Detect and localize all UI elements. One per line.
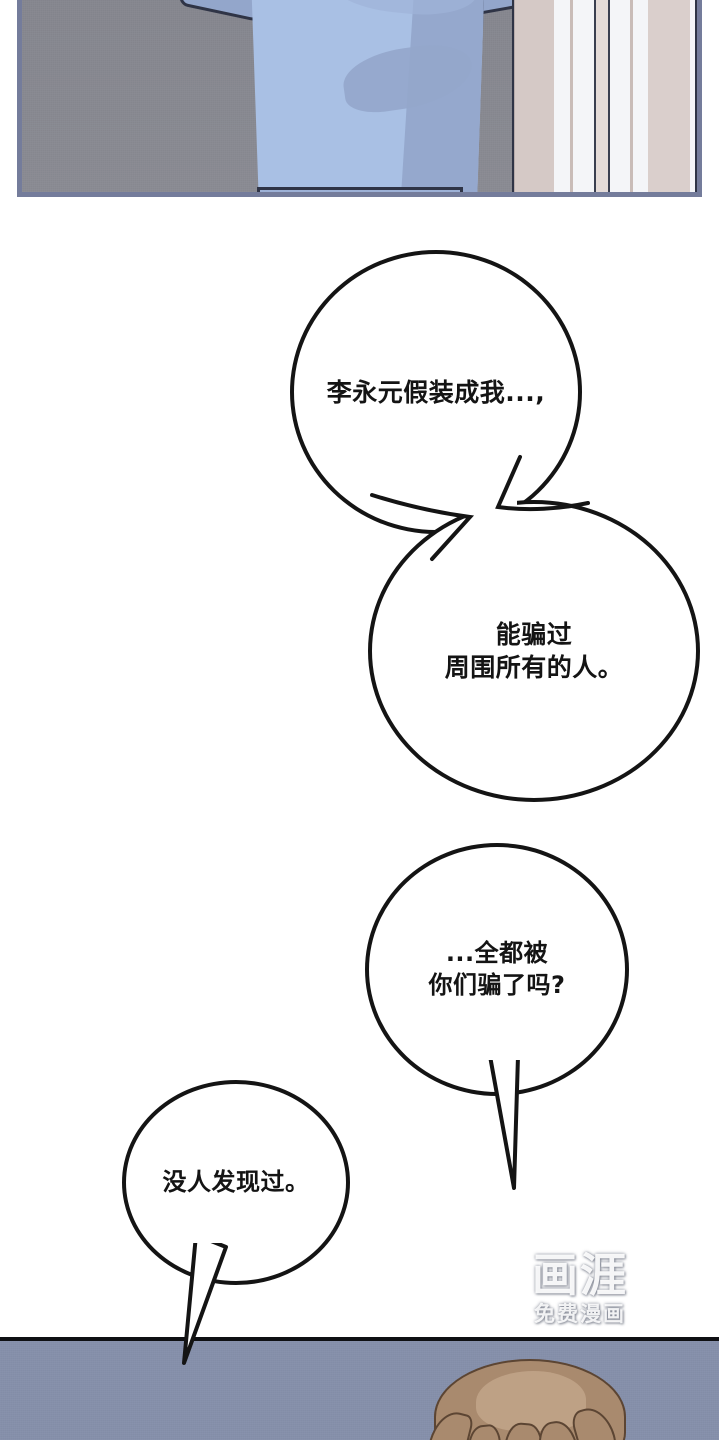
shirt-fold-a — [570, 0, 573, 192]
watermark-logo: 画涯 — [532, 1248, 628, 1302]
figure-blue-tshirt — [177, 0, 548, 192]
speech-bubble-3: ...全都被 你们骗了吗? — [365, 843, 629, 1096]
speech-bubble-4: 没人发现过。 — [122, 1080, 350, 1285]
top-panel — [17, 0, 702, 197]
left-figure-tshirt — [249, 0, 486, 192]
boy-hair-highlight — [476, 1371, 586, 1431]
shirt-placket — [594, 0, 610, 192]
speech-bubble-3-text: ...全都被 你们骗了吗? — [428, 938, 566, 999]
shirt-shadow-right — [648, 0, 690, 192]
speech-bubble-2: 能骗过 周围所有的人。 — [368, 500, 700, 802]
bubble-merge-patch — [425, 492, 517, 516]
shirt-fold-b — [630, 0, 633, 192]
speech-bubble-2-text: 能骗过 周围所有的人。 — [444, 620, 624, 682]
boy-head — [423, 1359, 632, 1440]
watermark: 画涯 免费漫画 — [532, 1252, 628, 1325]
figure-white-shirt — [452, 0, 697, 192]
shirt-shadow-left — [514, 0, 554, 192]
left-figure-tshirt-hem — [257, 187, 463, 192]
speech-bubble-1-text: 李永元假装成我..., — [326, 377, 546, 407]
bottom-panel — [0, 1337, 719, 1440]
watermark-subtitle: 免费漫画 — [534, 1302, 626, 1326]
speech-bubble-4-text: 没人发现过。 — [162, 1167, 310, 1196]
